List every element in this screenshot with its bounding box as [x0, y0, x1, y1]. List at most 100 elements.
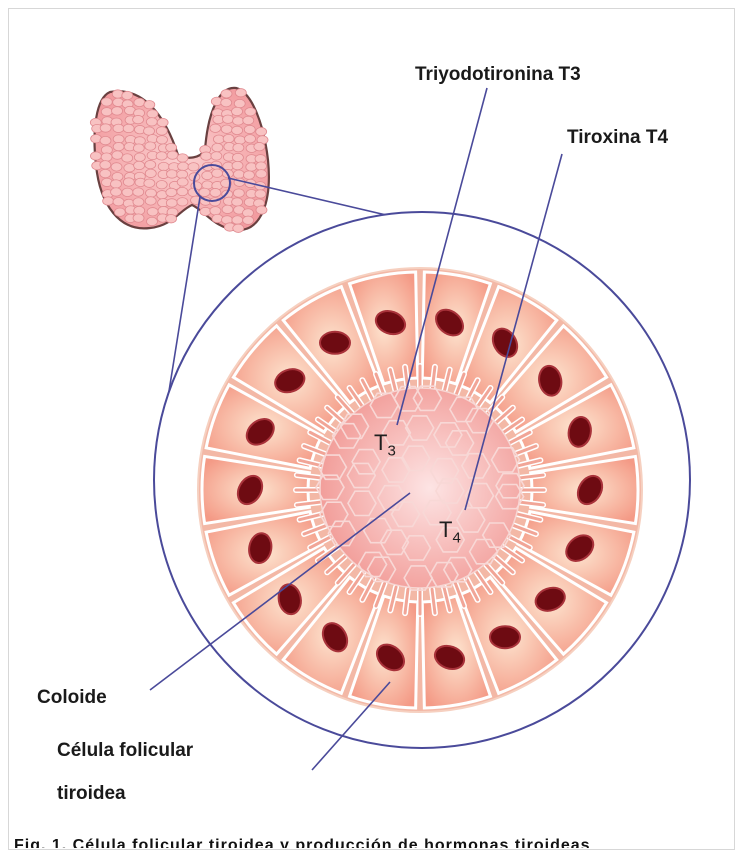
gland-lobule: [166, 215, 177, 223]
gland-lobule: [134, 153, 145, 161]
gland-lobule: [232, 153, 243, 161]
label-cell-line2: tiroidea: [57, 783, 126, 805]
gland-lobule: [210, 188, 221, 196]
gland-lobule: [201, 152, 212, 160]
gland-lobule: [158, 162, 169, 170]
gland-lobule: [112, 90, 123, 98]
gland-lobule: [199, 188, 210, 196]
gland-lobule: [232, 126, 243, 134]
gland-lobule: [233, 224, 244, 232]
gland-lobule: [211, 152, 222, 160]
gland-lobule: [146, 217, 157, 225]
gland-lobule: [103, 197, 114, 205]
gland-lobule: [200, 207, 211, 215]
gland-lobule: [212, 214, 223, 222]
gland-lobule: [147, 110, 158, 118]
gland-lobule: [157, 118, 168, 126]
gland-lobule: [177, 154, 188, 162]
gland-lobule: [256, 170, 267, 178]
inner-label-t4: T4: [439, 517, 461, 546]
gland-lobule: [233, 170, 244, 178]
gland-lobule: [133, 214, 144, 222]
gland-lobule: [235, 89, 246, 97]
gland-lobule: [221, 90, 232, 98]
gland-lobule: [167, 151, 178, 159]
gland-lobule: [166, 199, 177, 207]
gland-lobule: [122, 188, 133, 196]
gland-lobule: [202, 171, 213, 179]
thyroid-gland: [90, 88, 269, 233]
gland-lobule: [101, 153, 112, 161]
thyroid-follicle: [198, 268, 642, 712]
gland-lobule: [114, 208, 125, 216]
gland-lobule: [113, 135, 124, 143]
gland-lobule: [188, 163, 199, 171]
gland-lobule: [177, 178, 188, 186]
gland-lobule: [111, 188, 122, 196]
gland-lobule: [233, 189, 244, 197]
gland-lobule: [134, 98, 145, 106]
gland-lobule: [156, 152, 167, 160]
gland-lobule: [210, 124, 221, 132]
gland-lobule: [111, 180, 122, 188]
cell-nucleus: [490, 626, 520, 648]
gland-lobule: [233, 143, 244, 151]
gland-lobule: [222, 115, 233, 123]
gland-lobule: [145, 197, 156, 205]
label-t3: Triyodotironina T3: [415, 64, 581, 86]
gland-lobule: [210, 207, 221, 215]
label-cell-line1: Célula folicular: [57, 740, 193, 762]
gland-lobule: [232, 198, 243, 206]
gland-lobule: [243, 116, 254, 124]
gland-lobule: [221, 125, 232, 133]
gland-lobule: [213, 135, 224, 143]
gland-lobule: [113, 142, 124, 150]
gland-lobule: [256, 162, 267, 170]
gland-lobule: [145, 160, 156, 168]
gland-lobule: [166, 188, 177, 196]
gland-lobule: [124, 164, 135, 172]
gland-lobule: [144, 127, 155, 135]
inner-label-t3: T3: [374, 430, 396, 459]
gland-lobule: [133, 188, 144, 196]
gland-lobule: [178, 162, 189, 170]
gland-lobule: [112, 107, 123, 115]
gland-lobule: [133, 144, 144, 152]
gland-lobule: [233, 117, 244, 125]
gland-lobule: [147, 208, 158, 216]
gland-lobule: [234, 99, 245, 107]
gland-lobule: [235, 136, 246, 144]
gland-lobule: [123, 124, 134, 132]
gland-lobule: [166, 170, 177, 178]
cell-nucleus: [320, 332, 350, 354]
label-colloid: Coloide: [37, 687, 107, 709]
gland-lobule: [156, 180, 167, 188]
gland-lobule: [112, 151, 123, 159]
gland-lobule: [100, 124, 111, 132]
gland-lobule: [123, 178, 134, 186]
gland-lobule: [101, 108, 112, 116]
gland-lobule: [111, 163, 122, 171]
gland-lobule: [122, 154, 133, 162]
gland-lobule: [133, 198, 144, 206]
gland-lobule: [166, 143, 177, 151]
gland-lobule: [212, 169, 223, 177]
gland-lobule: [254, 142, 265, 150]
gland-lobule: [177, 187, 188, 195]
gland-lobule: [133, 115, 144, 123]
gland-lobule: [100, 136, 111, 144]
gland-lobule: [134, 161, 145, 169]
gland-lobule: [146, 118, 157, 126]
figure-caption: Fig. 1. Célula folicular tiroidea y prod…: [14, 832, 734, 848]
gland-lobule: [256, 206, 267, 214]
gland-lobule: [90, 152, 101, 160]
gland-lobule: [255, 190, 266, 198]
gland-lobule: [245, 135, 256, 143]
gland-lobule: [122, 91, 133, 99]
gland-lobule: [243, 216, 254, 224]
gland-lobule: [144, 179, 155, 187]
gland-lobule: [113, 124, 124, 132]
gland-lobule: [113, 198, 124, 206]
gland-lobule: [245, 108, 256, 116]
gland-lobule: [223, 134, 234, 142]
